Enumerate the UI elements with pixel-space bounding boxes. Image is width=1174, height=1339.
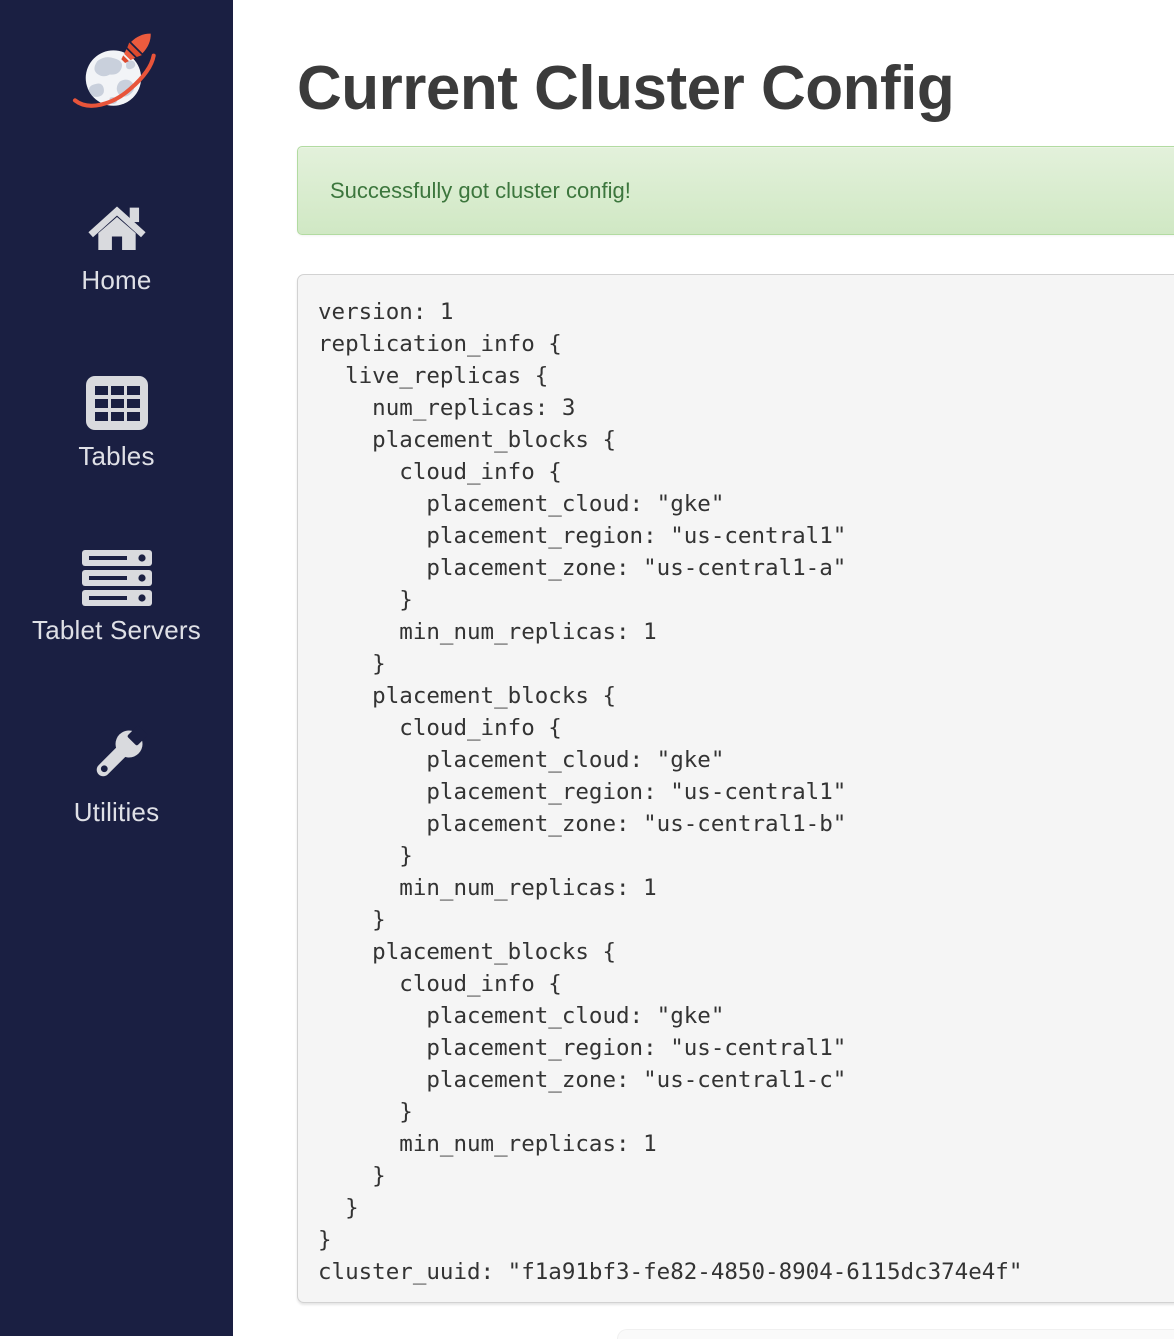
wrench-icon [85, 724, 149, 788]
cluster-config-block: version: 1 replication_info { live_repli… [297, 274, 1174, 1304]
sidebar-item-label: Tables [78, 441, 155, 471]
sidebar-item-home[interactable]: Home [0, 200, 233, 296]
server-stack-icon [81, 550, 153, 606]
globe-rocket-logo-icon [70, 33, 164, 116]
main-content: Current Cluster Config Successfully got … [233, 0, 1174, 1336]
sidebar-item-label: Home [81, 265, 152, 295]
yugabytedb-logo[interactable] [70, 28, 164, 112]
sidebar-item-label: Utilities [73, 797, 160, 827]
sidebar-item-tables[interactable]: Tables [0, 374, 233, 472]
alert-message: Successfully got cluster config! [330, 177, 631, 203]
sidebar-item-utilities[interactable]: Utilities [0, 724, 233, 828]
sidebar-item-label: Tablet Servers [32, 615, 201, 645]
sidebar: Home Tables [0, 0, 233, 1336]
table-icon [83, 374, 151, 432]
page-title: Current Cluster Config [297, 54, 955, 123]
footer-peek-panel [617, 1329, 1174, 1339]
sidebar-nav: Home Tables [0, 200, 233, 906]
home-icon [84, 200, 150, 256]
success-alert: Successfully got cluster config! [297, 146, 1174, 236]
sidebar-item-tablet-servers[interactable]: Tablet Servers [0, 550, 233, 646]
